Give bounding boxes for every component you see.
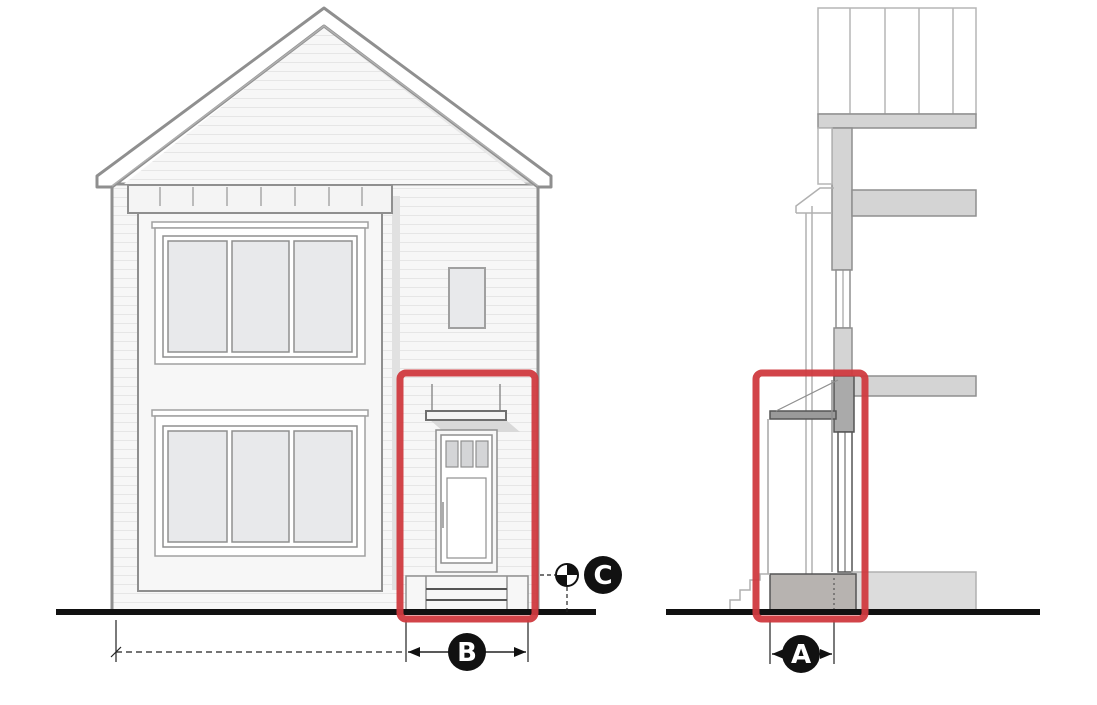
marker-c: C xyxy=(584,556,622,594)
side-section xyxy=(666,7,1040,664)
entry-door xyxy=(425,384,520,573)
marker-c-label: C xyxy=(593,561,612,591)
small-window xyxy=(448,267,486,329)
ground-line-front xyxy=(56,609,596,615)
bay-cornice xyxy=(127,184,393,214)
gable-siding xyxy=(124,26,526,184)
marker-a-label: A xyxy=(791,640,811,670)
upper-floor-slab xyxy=(817,113,977,129)
roof-inner-line xyxy=(111,25,539,187)
highlight-box-section xyxy=(752,369,869,623)
door-canopy xyxy=(425,410,507,421)
side-canopy xyxy=(769,410,837,420)
main-floor-slab xyxy=(851,375,977,397)
marker-b: B xyxy=(448,633,486,671)
foundation-pier xyxy=(769,573,857,611)
marker-b-label: B xyxy=(457,638,477,668)
highlight-box-entry xyxy=(396,369,539,623)
front-elevation xyxy=(56,6,596,662)
ground-line-side xyxy=(666,609,1040,615)
elevation-marker-c xyxy=(540,563,579,612)
bay-window xyxy=(127,184,400,592)
roof-outline xyxy=(95,6,553,189)
marker-a: A xyxy=(782,635,820,673)
entry-steps xyxy=(405,575,529,613)
